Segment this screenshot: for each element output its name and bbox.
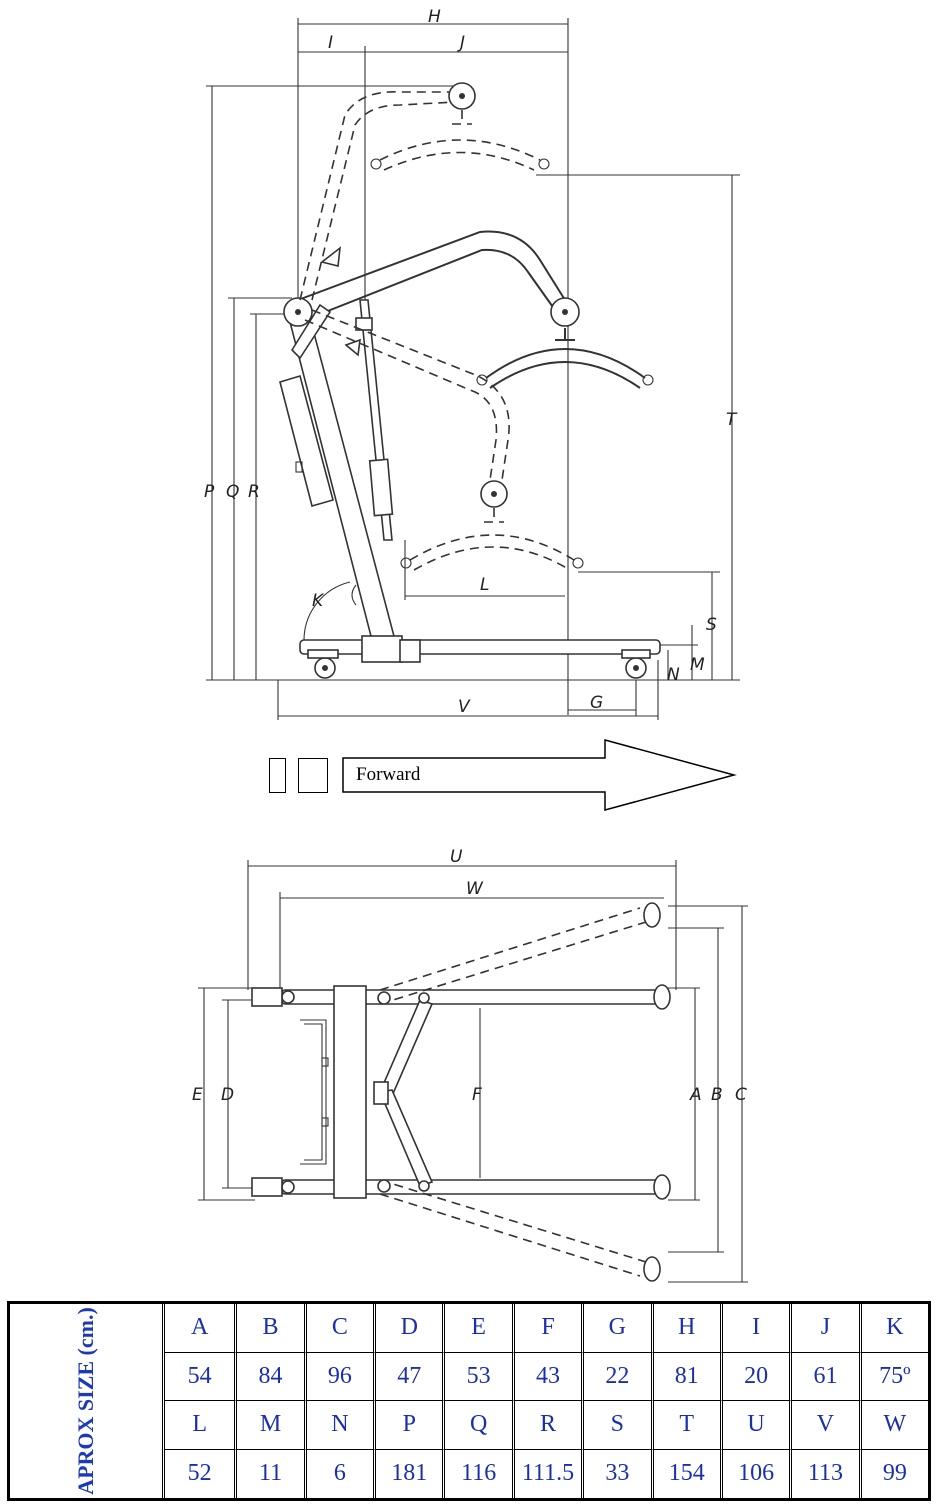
table-value-cell: 75º: [858, 1352, 928, 1401]
table-value-cell: 61: [789, 1352, 859, 1401]
front-caster-left: [653, 984, 671, 1010]
dim-label-n: N: [667, 665, 680, 685]
table-header-cell: A: [165, 1304, 235, 1353]
table-header-cell: P: [373, 1401, 443, 1450]
forward-arrow: [342, 739, 737, 811]
table-value-cell: 47: [373, 1352, 443, 1401]
mast-base: [333, 985, 367, 1199]
table-value-cell: 106: [719, 1449, 789, 1498]
table-value-cell: 33: [581, 1449, 650, 1498]
table-value-cell: 20: [719, 1352, 790, 1401]
rear-caster-left: [251, 987, 283, 1007]
side-view: H I J P Q R T S M N V G: [204, 7, 740, 720]
spreader-bar-middle: [476, 328, 654, 389]
table-header-cell: T: [650, 1401, 720, 1450]
table-value-cell: 154: [650, 1449, 720, 1498]
dim-label-e: E: [192, 1085, 203, 1105]
dim-label-a: A: [689, 1085, 702, 1105]
table-value-cell: 181: [373, 1449, 442, 1498]
table-value-cell: 11: [234, 1449, 303, 1498]
table-side-header-text: APROX SIZE (cm.): [73, 1307, 98, 1495]
table-value-cell: 52: [187, 1460, 212, 1487]
dim-label-w: W: [466, 879, 484, 899]
table-header-cell: R: [511, 1401, 582, 1450]
table-header-cell: N: [303, 1401, 374, 1450]
table-header-cell: I: [719, 1304, 790, 1353]
table-value-cell: 43: [511, 1352, 582, 1401]
table-header-cell: M: [234, 1401, 304, 1450]
technical-drawing: H I J P Q R T S M N V G: [192, 7, 748, 1283]
table-header-cell: K: [858, 1304, 928, 1353]
spreader-bar-top: [370, 110, 550, 171]
table-header-cell: J: [789, 1304, 859, 1353]
dim-label-i: I: [328, 33, 333, 53]
dim-label-h: H: [428, 7, 441, 27]
table-value-cell: 99: [858, 1449, 928, 1498]
dim-label-t: T: [726, 410, 738, 430]
table-side-header: APROX SIZE (cm.): [10, 1304, 165, 1498]
dim-label-m: M: [690, 655, 705, 675]
table-value-cell: 6: [303, 1449, 373, 1498]
table-value-cell: 96: [303, 1352, 374, 1401]
table-header-cell: H: [650, 1304, 720, 1353]
table-value-cell: 84: [234, 1352, 304, 1401]
dim-label-s: S: [706, 615, 717, 635]
dim-label-r: R: [248, 482, 260, 502]
dim-label-v: V: [458, 697, 471, 717]
dim-label-k: K: [312, 591, 325, 611]
dim-label-q: Q: [226, 482, 239, 502]
table-header-cell: B: [234, 1304, 304, 1353]
table-header-cell: G: [581, 1304, 651, 1353]
forward-label: Forward: [356, 764, 421, 785]
dim-label-u: U: [450, 847, 463, 867]
dim-label-b: B: [711, 1085, 723, 1105]
table-value-cell: 53: [442, 1352, 512, 1401]
front-caster-right: [653, 1174, 671, 1200]
forward-square-large: [298, 758, 328, 793]
table-value-cell: 113: [789, 1449, 858, 1498]
table-header-cell: C: [303, 1304, 374, 1353]
table-value-cell: 111.5: [511, 1449, 581, 1498]
dim-label-p: P: [204, 482, 215, 502]
dim-label-f: F: [472, 1085, 482, 1105]
dim-label-d: D: [221, 1085, 234, 1105]
dim-label-c: C: [735, 1085, 747, 1105]
table-value-cell: 22: [581, 1352, 651, 1401]
forward-square-small: [269, 758, 286, 793]
table-header-cell: F: [511, 1304, 582, 1353]
table-value-cell: 81: [650, 1352, 720, 1401]
table-header-cell: D: [373, 1304, 443, 1353]
table-header-cell: E: [442, 1304, 512, 1353]
table-header-cell: S: [581, 1401, 651, 1450]
battery-box: [279, 374, 334, 507]
table-header-cell: U: [719, 1401, 790, 1450]
table-header-cell: Q: [442, 1401, 512, 1450]
base-leg: [299, 639, 661, 655]
table-header-cell: V: [789, 1401, 859, 1450]
table-value-cell: 54: [165, 1353, 235, 1401]
table-header-cell: L: [165, 1401, 235, 1450]
top-view: U W E D F A B C: [192, 847, 748, 1283]
table-header-cell: W: [858, 1401, 928, 1450]
rear-caster-right: [251, 1177, 283, 1197]
spreader-bar-bottom: [400, 508, 584, 571]
dim-label-j: J: [457, 33, 465, 53]
dim-label-g: G: [590, 693, 603, 713]
dim-label-l: L: [480, 575, 489, 595]
table-value-cell: 116: [442, 1449, 511, 1498]
